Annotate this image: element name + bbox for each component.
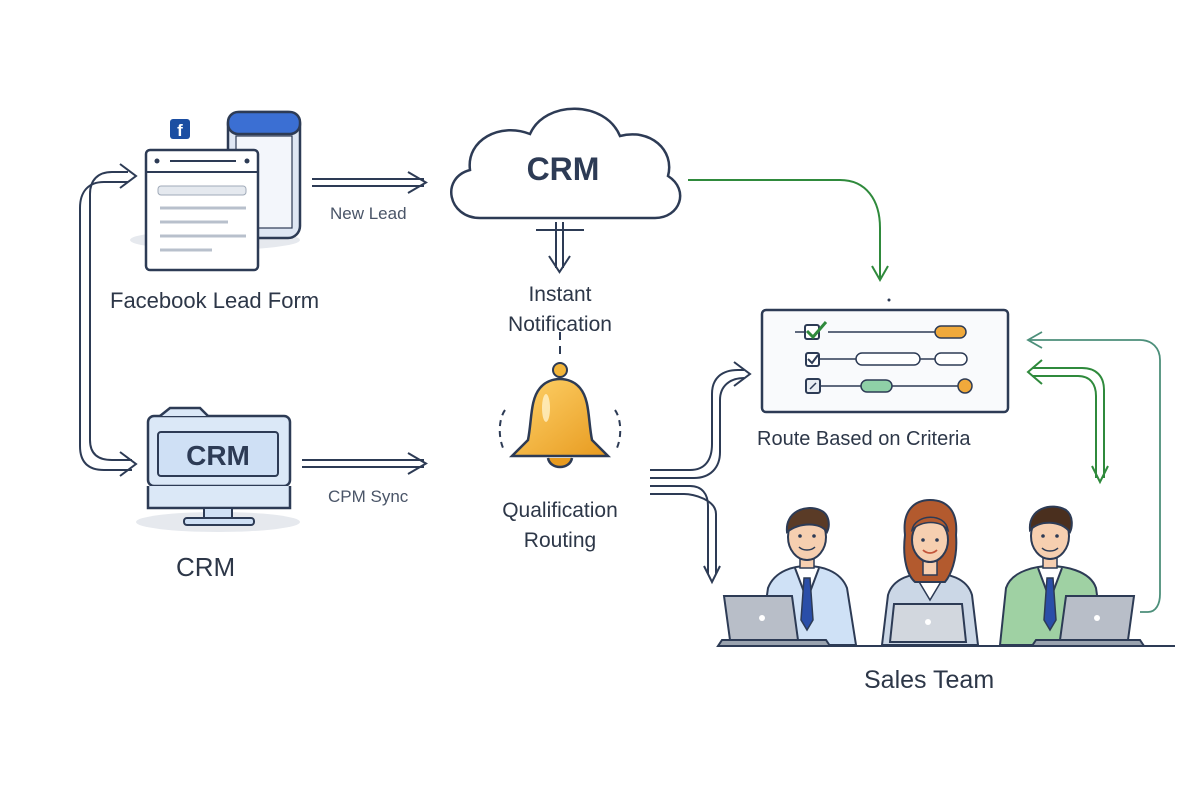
check-icon [805,321,828,340]
phone-icon [226,110,302,240]
qualification-routing-label: Qualification Routing [470,496,650,556]
instant-notification-line1: Instant [528,283,592,306]
connector-crm-sync [302,452,428,475]
svg-text:f: f [177,121,183,140]
sales-team-label: Sales Team [864,666,995,694]
crm-cloud-node: CRM [450,107,682,220]
crm-desktop-node: CRM [136,406,300,532]
sales-person-avatar [880,498,980,646]
connector-cloud-to-route [688,179,891,302]
facebook-lead-form-label: Facebook Lead Form [110,288,320,313]
connector-left-loop [79,163,138,477]
connector-team-feedback-green [1026,359,1109,485]
instant-notification-label: Instant Notification [480,280,640,340]
crm-desktop-label: CRM [176,552,236,582]
facebook-icon: f [170,119,190,140]
lead-form-document-icon [144,148,260,272]
sales-person-avatar [998,505,1146,647]
qualification-routing-line1: Qualification [502,499,618,522]
edge-label-new-lead: New Lead [330,204,407,223]
edge-label-crm-sync: CPM Sync [328,487,409,506]
instant-notification-line2: Notification [508,313,612,336]
facebook-lead-form-node: f [130,110,302,272]
route-criteria-panel [760,308,1010,414]
crm-cloud-label: CRM [527,151,600,187]
connector-routing-to-panel [650,361,752,479]
crm-screen-text: CRM [186,440,250,471]
sales-team-illustration [716,498,1175,647]
qualification-routing-line2: Routing [523,529,597,552]
connector-cloud-to-notification [536,222,584,274]
sales-person-avatar [716,507,858,647]
connector-routing-to-team [650,485,721,585]
route-criteria-label: Route Based on Criteria [757,428,971,450]
connector-new-lead [312,171,428,194]
connector-team-feedback-teal [1026,331,1161,613]
bell-icon [498,332,622,469]
